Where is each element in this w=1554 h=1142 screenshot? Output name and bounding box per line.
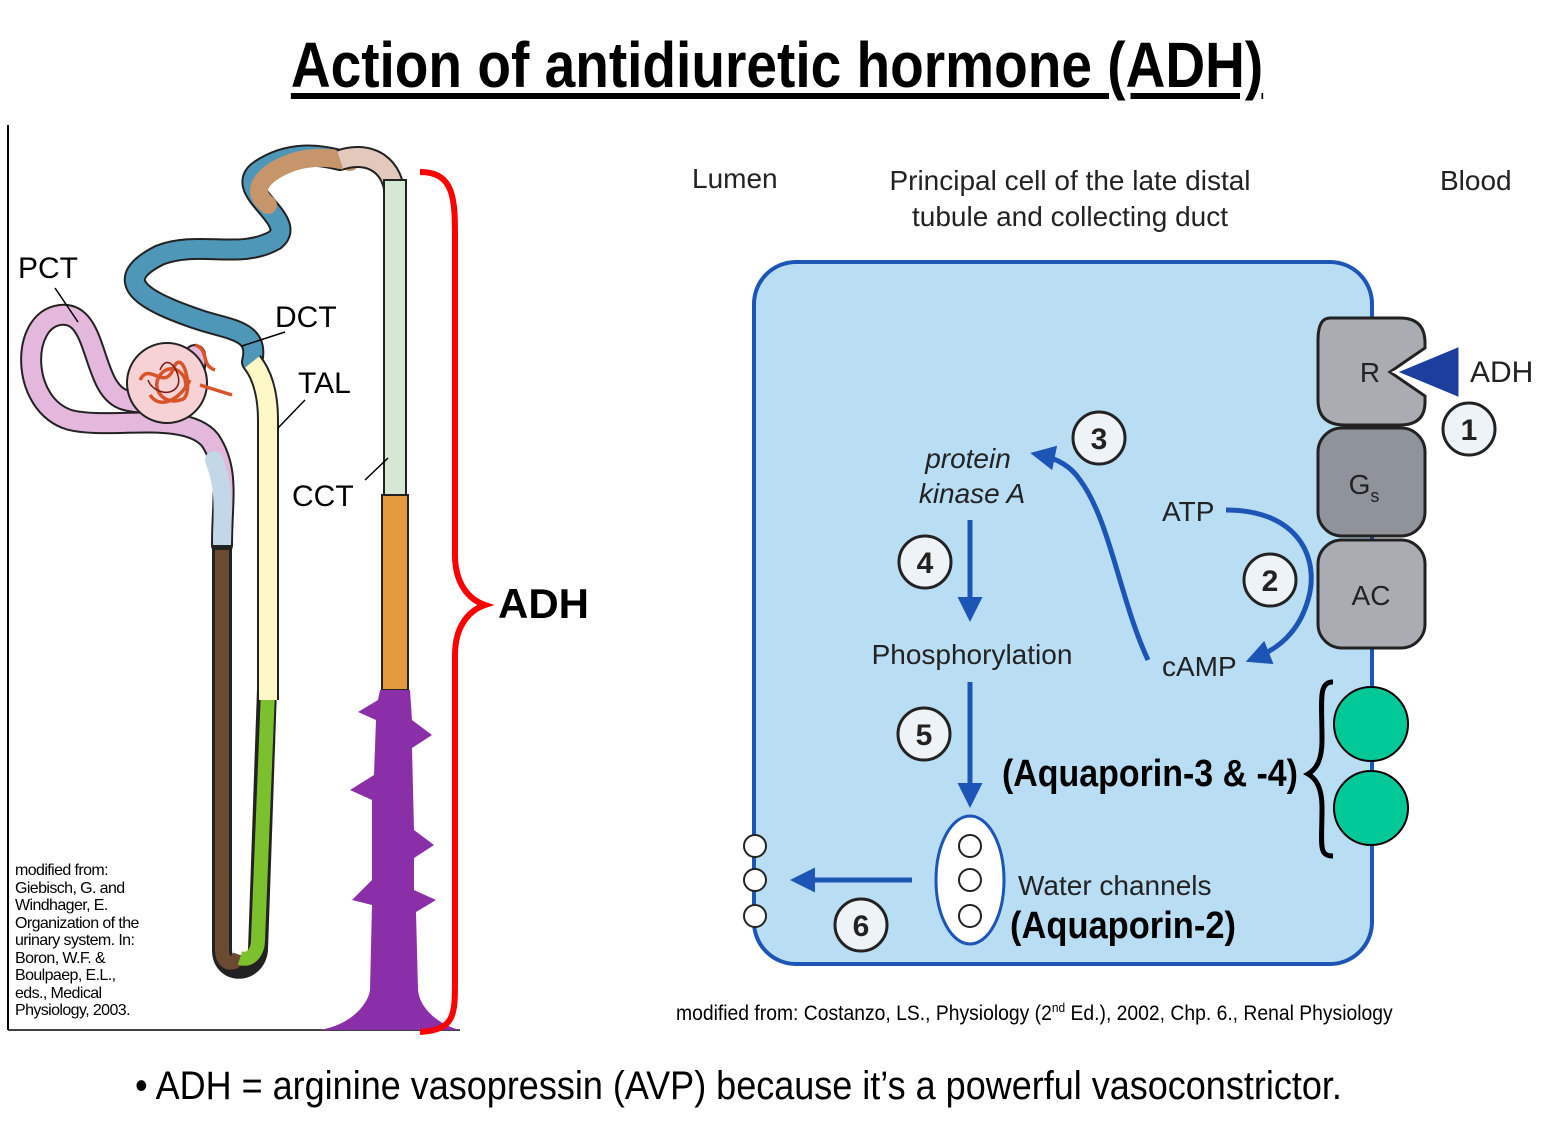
svg-text:4: 4 <box>917 547 934 580</box>
nephron-credit: modified from: Giebisch, G. and Windhage… <box>15 862 165 1020</box>
apical-water-channel <box>743 834 767 858</box>
receptor-label: R <box>1360 357 1380 388</box>
tal-label: TAL <box>298 367 351 400</box>
aquaporin3-channel <box>1333 686 1409 762</box>
step-3-badge: 3 <box>1071 410 1127 466</box>
svg-text:Gs: Gs <box>1349 469 1380 506</box>
apical-water-channel <box>743 904 767 928</box>
credit-line: Boulpaep, E.L., <box>15 967 116 984</box>
blood-label: Blood <box>1440 165 1512 196</box>
step-1-badge: 1 <box>1441 401 1497 457</box>
credit-prefix: modified from: Costanzo, LS., Physiology… <box>676 1002 1052 1025</box>
receptor-r <box>1316 316 1427 427</box>
step-2-badge: 2 <box>1242 552 1298 608</box>
credit-sup: nd <box>1051 1000 1066 1015</box>
cct-segment <box>383 179 407 496</box>
adenylyl-cyclase <box>1316 538 1427 650</box>
credit-line: Organization of the <box>15 914 139 932</box>
inner-medulla-segment <box>320 690 460 1030</box>
ac-label: AC <box>1352 580 1391 611</box>
vesicle-channel <box>958 904 982 928</box>
bullet-note: • ADH = arginine vasopressin (AVP) becau… <box>135 1064 1342 1108</box>
adh-red-brace <box>419 169 495 1035</box>
page-title: Action of antidiuretic hormone (ADH) <box>290 29 1264 101</box>
adh-ligand-triangle <box>1391 342 1462 402</box>
phosphorylation-label: Phosphorylation <box>872 639 1073 670</box>
svg-text:3: 3 <box>1091 423 1108 456</box>
gs-subscript: s <box>1370 486 1379 506</box>
credit-line: eds., Medical <box>15 984 102 1002</box>
aquaporin4-channel <box>1333 770 1409 846</box>
svg-text:6: 6 <box>853 910 870 943</box>
pka-label-line2: kinase A <box>919 478 1025 509</box>
atp-label: ATP <box>1162 496 1214 527</box>
vesicle-channel <box>958 834 982 858</box>
cell-title-line2: tubule and collecting duct <box>912 201 1228 232</box>
credit-line: Physiology, 2003. <box>15 1002 131 1019</box>
credit-line: urinary system. In: <box>15 932 135 949</box>
adh-brace-label: ADH <box>498 580 589 627</box>
credit-line: Giebisch, G. and <box>15 879 125 897</box>
water-channels-label: Water channels <box>1018 870 1212 901</box>
cell-title-line1: Principal cell of the late distal <box>889 165 1250 196</box>
credit-line: Boron, W.F. & <box>15 949 106 967</box>
camp-to-pka-arrow <box>1030 445 1151 662</box>
atp-to-camp-arrow <box>1225 507 1314 665</box>
glomerulus <box>126 342 208 424</box>
outer-medulla-segment <box>381 494 409 691</box>
cct-label: CCT <box>292 480 354 513</box>
nephron-illustration: PCT DCT TAL CCT ADH <box>7 125 589 1035</box>
gs-protein <box>1316 426 1427 538</box>
aquaporin2-label: (Aquaporin-2) <box>1010 905 1236 947</box>
aquaporin34-label: (Aquaporin-3 & -4) <box>1002 753 1298 795</box>
pct-label: PCT <box>18 252 78 285</box>
svg-text:2: 2 <box>1262 565 1279 598</box>
dct-label: DCT <box>275 301 337 334</box>
aquaporin34-brace <box>1302 679 1334 859</box>
apical-water-channel <box>743 868 767 892</box>
step-4-badge: 4 <box>897 534 953 590</box>
camp-label: cAMP <box>1162 651 1237 682</box>
cell-credit: modified from: Costanzo, LS., Physiology… <box>676 1000 1393 1026</box>
principal-cell-diagram: Lumen Principal cell of the late distal … <box>692 163 1533 966</box>
credit-line: Windhager, E. <box>15 897 108 914</box>
lumen-label: Lumen <box>692 163 778 194</box>
svg-text:5: 5 <box>916 719 933 752</box>
credit-line: modified from: <box>15 862 109 879</box>
adh-ligand-label: ADH <box>1470 356 1533 389</box>
cell-body <box>752 260 1374 966</box>
step-6-badge: 6 <box>833 897 889 953</box>
pka-label-line1: protein <box>924 443 1011 474</box>
vesicle-channel <box>958 868 982 892</box>
credit-suffix: Ed.), 2002, Chp. 6., Renal Physiology <box>1065 1002 1393 1025</box>
svg-text:1: 1 <box>1461 414 1478 447</box>
gs-label: G <box>1349 469 1371 500</box>
step-5-badge: 5 <box>896 706 952 762</box>
